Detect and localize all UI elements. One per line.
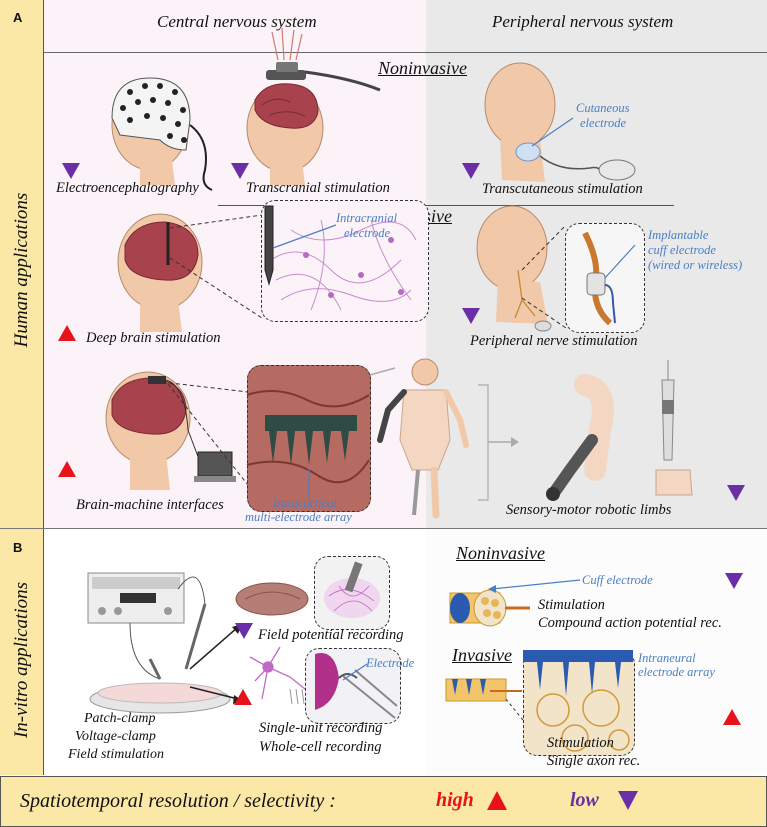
low-marker-transcutaneous	[462, 163, 480, 179]
label-electrode-b: Electrode	[366, 656, 415, 670]
label-intraneural-2: electrode array	[638, 665, 715, 679]
label-transcutaneous: Transcutaneous stimulation	[482, 181, 643, 197]
label-transcranial: Transcranial stimulation	[246, 180, 390, 196]
legend-high-label: high	[436, 789, 474, 811]
patch-pipette-illustration	[315, 653, 398, 719]
label-field-potential: Field potential recording	[258, 627, 404, 643]
neuron-illustration	[249, 646, 306, 700]
label-intraneural-1: Intraneural	[638, 651, 696, 665]
transcutaneous-head-illustration	[484, 62, 636, 182]
label-cuff-electrode-3: (wired or wireless)	[648, 258, 743, 272]
column-header-pns: Peripheral nervous system	[492, 12, 674, 31]
low-marker-field-potential	[235, 623, 253, 639]
label-single-unit: Single-unit recording	[259, 720, 383, 736]
label-cuff-electrode-1: Implantable	[648, 228, 709, 242]
side-bar-b	[0, 529, 44, 775]
nerve-cuff-illustration	[449, 579, 581, 627]
heading-noninvasive-a: Noninvasive	[378, 58, 467, 78]
label-cuff-electrode-b: Cuff electrode	[582, 573, 653, 587]
intracortical-array-illustration	[246, 390, 370, 500]
low-marker-limbs	[727, 485, 745, 501]
low-marker-pns	[462, 308, 480, 324]
label-eeg: Electroencephalography	[56, 180, 199, 196]
label-compound-action-potential: Compound action potential rec.	[538, 615, 722, 631]
label-bmi: Brain-machine interfaces	[76, 497, 224, 513]
dbs-head-illustration	[117, 213, 263, 332]
pns-head-illustration	[476, 205, 567, 332]
low-marker-transcranial	[231, 163, 249, 179]
label-whole-cell: Whole-cell recording	[259, 739, 382, 755]
intracranial-detail-box	[261, 200, 429, 322]
panel-a-mid-rule	[218, 205, 674, 206]
label-field-stimulation: Field stimulation	[68, 747, 165, 762]
label-intracortical-1: Intracortical	[273, 496, 337, 510]
panel-divider	[0, 528, 767, 529]
human-figure-illustration	[341, 358, 519, 519]
legend-high-marker	[487, 791, 507, 810]
low-marker-cuff	[725, 573, 743, 589]
label-stimulation-b1: Stimulation	[538, 597, 605, 613]
illustrations-panel-b	[87, 572, 581, 714]
cuff-electrode-illustration	[582, 231, 636, 326]
legend-low-marker	[618, 791, 638, 810]
intracranial-neuron-illustration	[264, 205, 417, 311]
side-bar-a	[0, 0, 44, 528]
label-pns: Peripheral nerve stimulation	[470, 333, 638, 349]
legend-low-label: low	[570, 789, 599, 811]
label-cuff-electrode-2: cuff electrode	[648, 243, 716, 257]
label-single-axon: Single axon rec.	[547, 753, 641, 769]
heading-noninvasive-b: Noninvasive	[456, 543, 545, 563]
amplifier-illustration	[87, 572, 231, 714]
panel-a-header-rule	[44, 52, 767, 53]
high-marker-bmi	[58, 461, 76, 477]
transcranial-head-illustration	[246, 27, 381, 185]
label-intracortical-2: multi-electrode array	[245, 510, 352, 524]
robotic-limbs-illustration	[546, 360, 693, 501]
panel-letter-a: A	[13, 10, 23, 25]
slice-recording-illustration	[324, 561, 380, 618]
legend-footer	[0, 776, 767, 827]
label-robotic-limbs: Sensory-motor robotic limbs	[506, 502, 672, 518]
label-voltage-clamp: Voltage-clamp	[75, 729, 156, 744]
label-cutaneous-electrode-1: Cutaneous	[576, 101, 630, 115]
illustrations-panel-a	[105, 27, 693, 519]
label-intracranial-electrode-1: Intracranial	[336, 211, 398, 225]
label-stimulation-b2: Stimulation	[547, 735, 614, 751]
label-patch-clamp: Patch-clamp	[84, 711, 156, 726]
high-marker-single-unit	[234, 689, 252, 705]
intraneural-illustration	[445, 678, 522, 702]
intraneural-fascicle-illustration	[504, 650, 633, 752]
label-dbs: Deep brain stimulation	[86, 330, 221, 346]
label-cutaneous-electrode-2: electrode	[580, 116, 627, 130]
eeg-head-illustration	[111, 77, 213, 191]
low-marker-eeg	[62, 163, 80, 179]
high-marker-intraneural	[723, 709, 741, 725]
heading-invasive-b: Invasive	[452, 645, 512, 665]
label-intracranial-electrode-2: electrode	[344, 226, 391, 240]
column-header-cns: Central nervous system	[157, 12, 317, 31]
legend-title: Spatiotemporal resolution / selectivity …	[20, 790, 336, 812]
bmi-head-illustration	[105, 371, 249, 490]
panel-letter-b: B	[13, 540, 23, 555]
high-marker-dbs	[58, 325, 76, 341]
